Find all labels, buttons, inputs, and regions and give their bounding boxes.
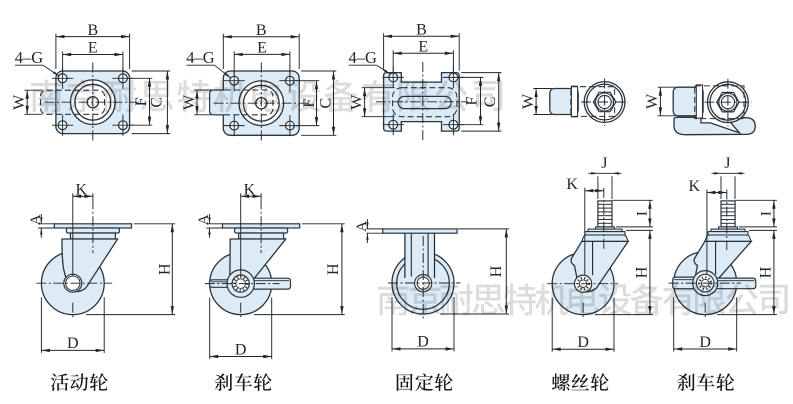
svg-text:F: F (301, 99, 318, 108)
svg-text:H: H (634, 266, 651, 278)
svg-text:F: F (463, 97, 480, 106)
svg-text:H: H (758, 266, 775, 278)
svg-text:K: K (244, 182, 256, 199)
svg-text:4–G: 4–G (348, 48, 377, 67)
svg-text:D: D (699, 334, 711, 351)
svg-text:B: B (256, 22, 267, 39)
svg-text:J: J (601, 155, 607, 172)
svg-text:C: C (318, 98, 335, 109)
svg-text:E: E (418, 39, 428, 56)
svg-text:A: A (28, 214, 44, 225)
svg-text:H: H (488, 265, 505, 277)
svg-text:D: D (577, 334, 589, 351)
svg-text:K: K (76, 182, 88, 199)
svg-text:W: W (11, 94, 28, 110)
svg-text:A: A (196, 214, 212, 225)
svg-text:K: K (566, 176, 578, 193)
svg-text:4–G: 4–G (15, 48, 44, 67)
svg-text:H: H (157, 263, 174, 275)
svg-text:H: H (325, 263, 342, 275)
svg-text:D: D (235, 341, 247, 358)
svg-text:4–G: 4–G (186, 48, 215, 67)
svg-text:F: F (133, 97, 150, 106)
svg-text:J: J (724, 155, 730, 172)
svg-text:E: E (257, 40, 267, 57)
svg-text:B: B (416, 22, 427, 39)
svg-text:K: K (689, 178, 701, 195)
svg-text:B: B (87, 22, 98, 39)
svg-text:I: I (759, 211, 775, 216)
svg-text:W: W (520, 93, 537, 109)
svg-text:W: W (644, 93, 661, 109)
svg-text:I: I (635, 211, 651, 216)
svg-text:C: C (149, 97, 166, 108)
svg-text:E: E (88, 40, 98, 57)
svg-text:D: D (67, 335, 79, 352)
svg-text:D: D (417, 334, 429, 351)
svg-text:A: A (354, 221, 370, 232)
svg-text:W: W (348, 94, 365, 110)
